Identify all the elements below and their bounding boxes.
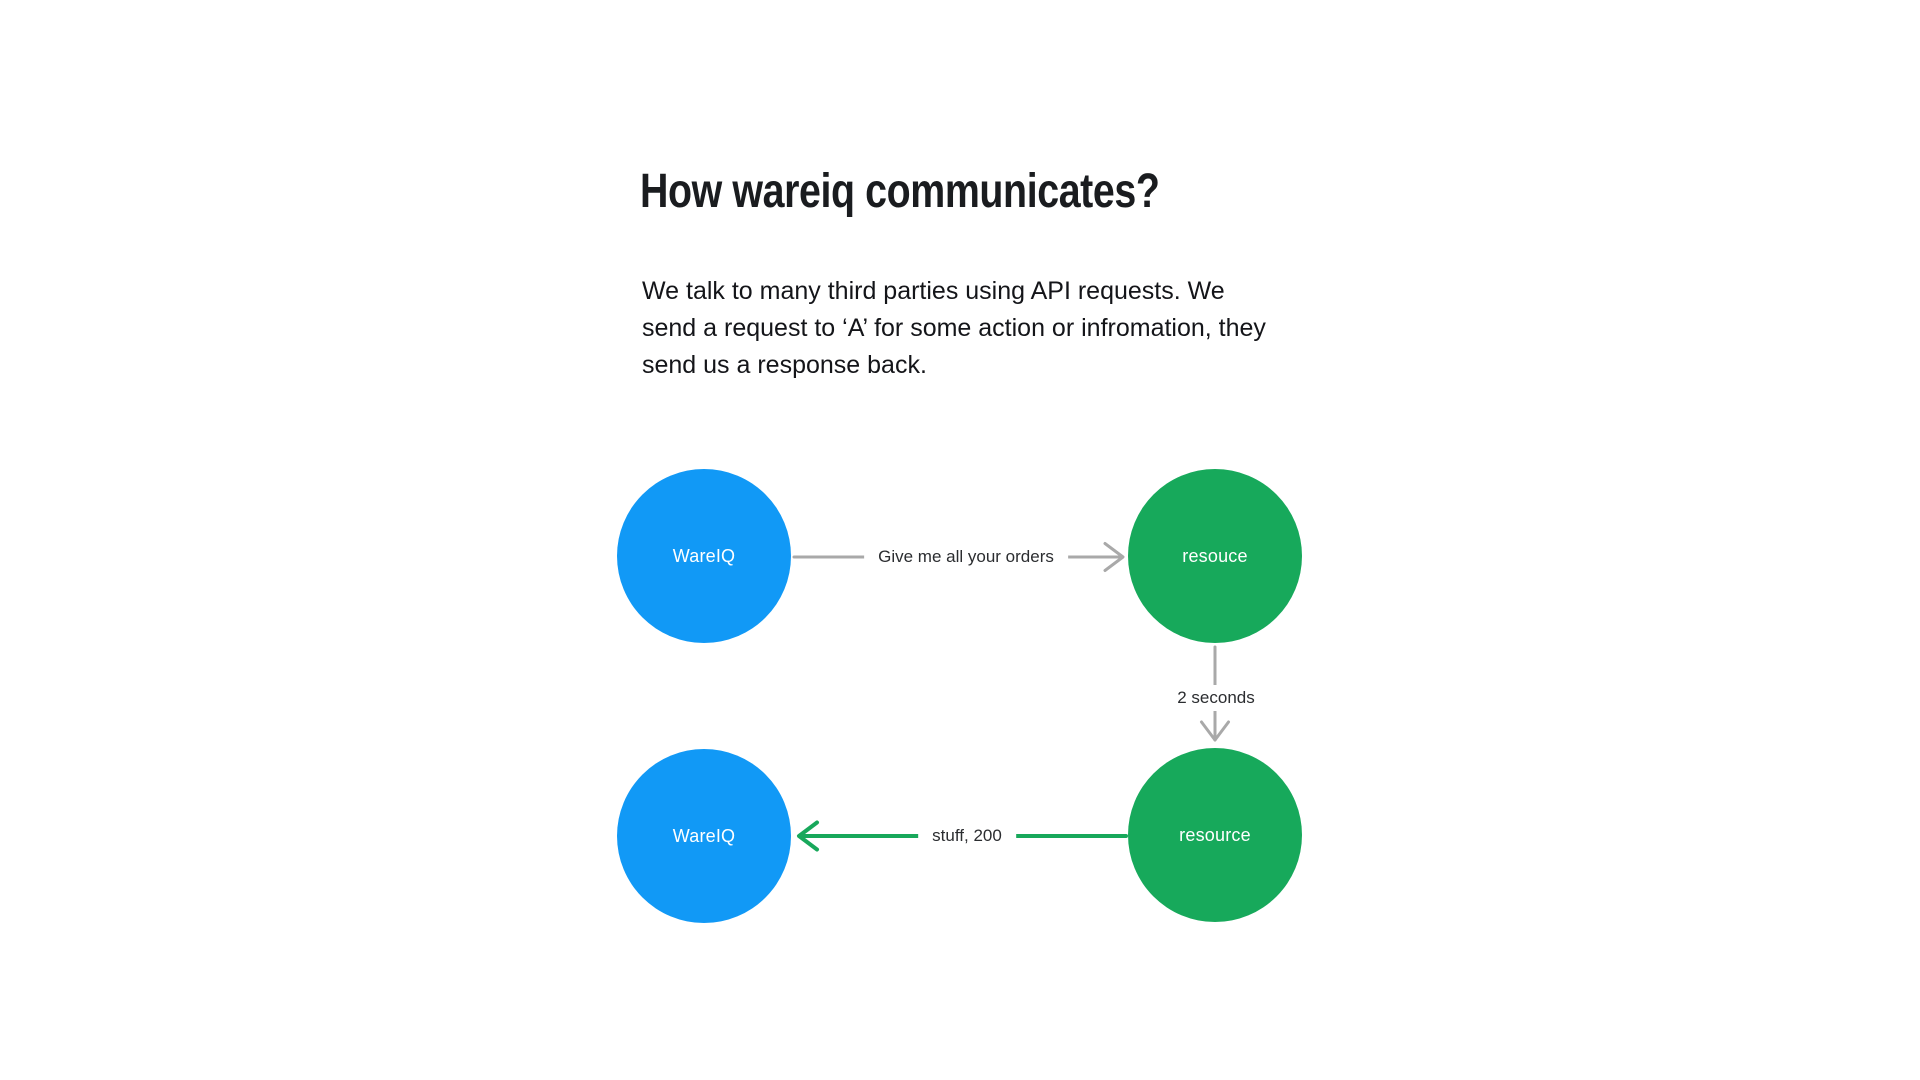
page-title: How wareiq communicates? <box>640 165 1160 218</box>
node-wareiq-top-label: WareIQ <box>672 545 736 566</box>
arrowhead-left-icon <box>797 820 819 852</box>
node-resource-top-label: resouce <box>1182 545 1248 566</box>
node-resource-top: resouce <box>1128 469 1302 643</box>
intro-paragraph: We talk to many third parties using API … <box>642 273 1266 384</box>
node-wareiq-bottom-label: WareIQ <box>672 825 736 846</box>
arrowhead-right-icon <box>1103 542 1125 572</box>
edge-label-request: Give me all your orders <box>864 544 1068 570</box>
arrowhead-down-icon <box>1200 720 1230 742</box>
node-resource-bottom: resource <box>1128 748 1302 922</box>
node-wareiq-bottom: WareIQ <box>617 749 791 923</box>
intro-line-1: We talk to many third parties using API … <box>642 277 1225 305</box>
intro-line-2: send a request to ‘A’ for some action or… <box>642 314 1266 342</box>
node-resource-bottom-label: resource <box>1179 824 1251 845</box>
edge-label-delay: 2 seconds <box>1167 685 1265 711</box>
intro-line-3: send us a response back. <box>642 351 927 379</box>
node-wareiq-top: WareIQ <box>617 469 791 643</box>
edge-label-response: stuff, 200 <box>918 823 1016 849</box>
